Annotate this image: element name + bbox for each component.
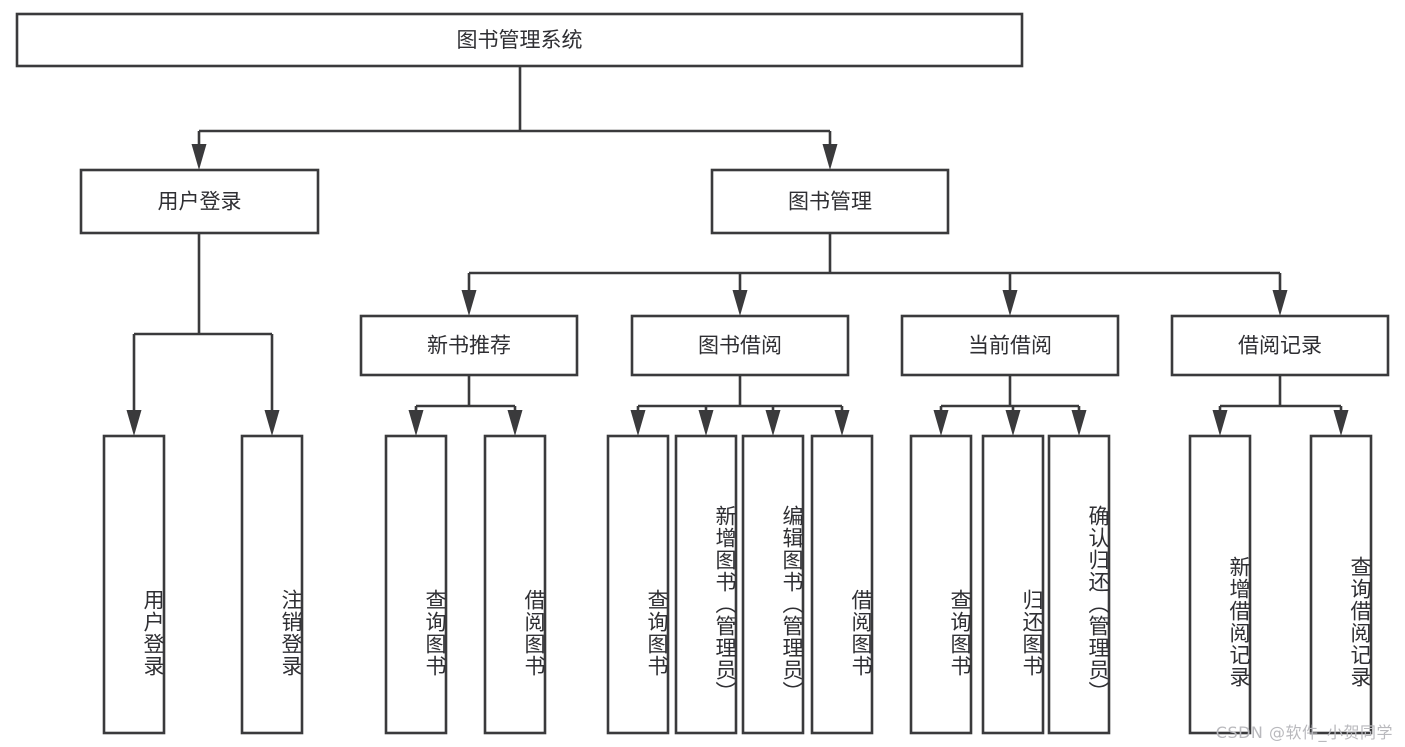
connector-e-record (1212, 375, 1349, 436)
node-box-leaf-return-book[interactable] (981, 434, 1045, 735)
node-label-l2-new-book: 新书推荐 (427, 334, 511, 358)
connector-layer (126, 66, 1349, 436)
node-box-leaf-add-book[interactable] (674, 434, 738, 735)
connector-e-borrow (630, 375, 850, 436)
node-box-leaf-query-book-b[interactable] (606, 434, 670, 735)
node-box-l2-current[interactable] (900, 314, 1120, 377)
node-box-leaf-query-book-c[interactable] (909, 434, 973, 735)
node-box-leaf-query-record[interactable] (1309, 434, 1373, 735)
node-box-leaf-add-record[interactable] (1188, 434, 1252, 735)
node-box-leaf-user-login[interactable] (102, 434, 166, 735)
watermark-text: CSDN @软件_小贺同学 (1215, 723, 1393, 742)
connector-e-book-manage (461, 233, 1288, 316)
node-box-l1-book-manage[interactable] (710, 168, 950, 235)
node-box-leaf-edit-book[interactable] (741, 434, 805, 735)
node-box-l2-new-book[interactable] (359, 314, 579, 377)
connector-e-new-book (408, 375, 523, 436)
node-box-l1-user-login[interactable] (79, 168, 320, 235)
node-box-leaf-borrow-book-a[interactable] (483, 434, 547, 735)
node-label-l1-book-manage: 图书管理 (788, 190, 872, 214)
node-box-l2-borrow[interactable] (630, 314, 850, 377)
node-box-leaf-logout[interactable] (240, 434, 304, 735)
node-label-root: 图书管理系统 (457, 28, 583, 52)
node-box-l2-record[interactable] (1170, 314, 1390, 377)
node-label-l2-borrow: 图书借阅 (698, 334, 782, 358)
connector-e-user-login (126, 233, 280, 436)
node-label-l2-record: 借阅记录 (1238, 334, 1322, 358)
node-label-l1-user-login: 用户登录 (158, 190, 242, 214)
node-box-layer (15, 12, 1390, 735)
connector-e-root (191, 66, 838, 170)
node-box-leaf-query-book-a[interactable] (384, 434, 448, 735)
node-box-leaf-confirm-return[interactable] (1047, 434, 1111, 735)
node-box-root[interactable] (15, 12, 1024, 68)
node-box-leaf-borrow-book-b[interactable] (810, 434, 874, 735)
connector-e-current (933, 375, 1087, 436)
node-label-l2-current: 当前借阅 (968, 334, 1052, 358)
